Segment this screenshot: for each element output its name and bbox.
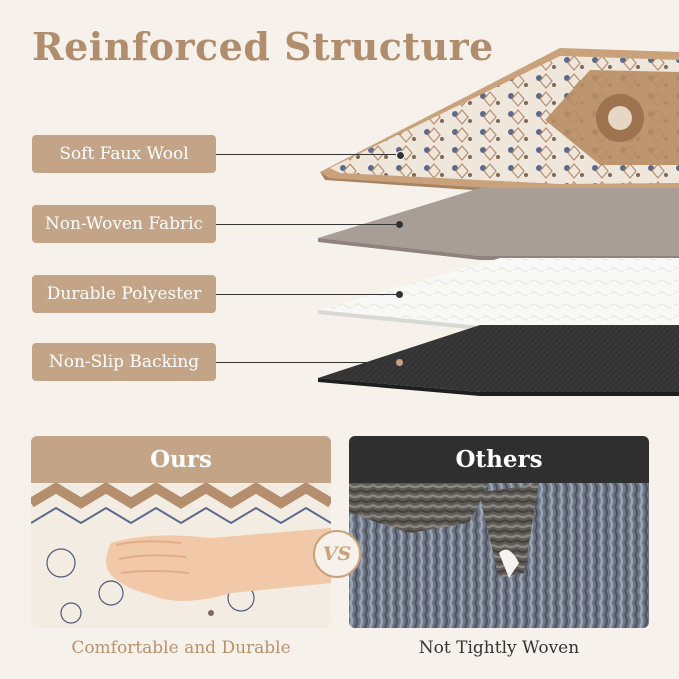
- layer-label-non-woven-fabric: Non-Woven Fabric: [32, 205, 216, 243]
- grey-layer: [318, 188, 679, 256]
- rug-top-layer: [320, 48, 679, 196]
- pointer-dot: [396, 151, 405, 160]
- layer-label-durable-polyester: Durable Polyester: [32, 275, 216, 313]
- layer-illustration: [318, 48, 679, 396]
- ours-caption: Comfortable and Durable: [71, 638, 291, 658]
- others-rug-image: [349, 483, 649, 628]
- leader-line: [216, 294, 398, 295]
- leader-line: [216, 154, 398, 155]
- ours-rug-image: [31, 483, 331, 628]
- others-caption: Not Tightly Woven: [418, 638, 580, 658]
- layer-label-non-slip-backing: Non-Slip Backing: [32, 343, 216, 381]
- pointer-dot: [396, 291, 403, 298]
- layer-label-soft-faux-wool: Soft Faux Wool: [32, 135, 216, 173]
- black-layer: [318, 325, 679, 392]
- ours-panel: Ours: [31, 436, 331, 628]
- page-title: Reinforced Structure: [32, 24, 494, 69]
- pointer-dot: [396, 359, 403, 366]
- leader-line: [216, 224, 398, 225]
- white-layer: [318, 258, 679, 328]
- others-panel: Others: [349, 436, 649, 628]
- ours-heading: Ours: [31, 436, 331, 483]
- others-heading: Others: [349, 436, 649, 483]
- leader-line: [216, 362, 398, 363]
- pointer-dot: [396, 221, 403, 228]
- vs-badge: VS: [313, 530, 361, 578]
